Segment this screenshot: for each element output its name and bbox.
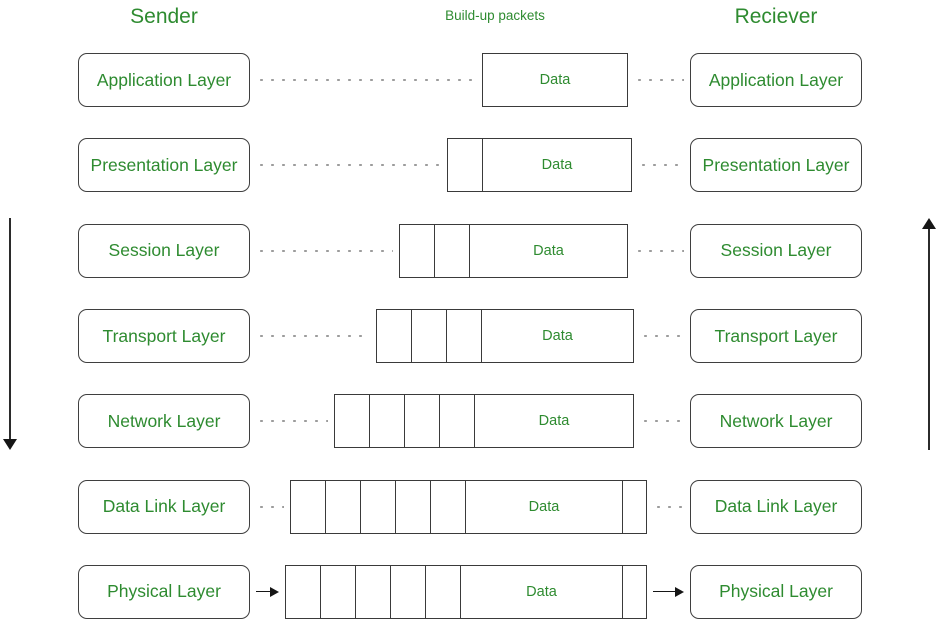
packet-header-cell <box>335 395 370 448</box>
packet-transport-layer: Data <box>376 308 634 363</box>
packet-header-cell <box>435 224 470 277</box>
heading-receiver: Reciever <box>734 5 818 28</box>
packet-trailer-cell <box>622 565 646 618</box>
packet-header-cell <box>321 565 356 618</box>
receiver-layer-box-network-layer: Network Layer <box>690 394 862 449</box>
left-connector-dotted <box>256 419 328 424</box>
receiver-flow-arrow-up-icon <box>922 218 936 450</box>
packet-header-cell <box>377 309 412 362</box>
heading-sender: Sender <box>130 5 198 28</box>
packet-trailer-cell <box>622 480 646 533</box>
left-connector-arrow-icon <box>256 586 279 597</box>
packet-header-cell <box>291 480 326 533</box>
right-connector-dotted <box>638 163 684 168</box>
packet-header-cell <box>447 309 482 362</box>
heading-build-up-packets: Build-up packets <box>445 8 545 23</box>
right-connector-dotted <box>634 78 684 82</box>
right-connector-dotted <box>653 504 684 509</box>
packet-header-cell <box>426 565 461 618</box>
sender-flow-arrow-down-icon <box>3 218 17 450</box>
sender-layer-box-session-layer: Session Layer <box>78 223 250 278</box>
packet-presentation-layer: Data <box>447 138 632 193</box>
left-connector-dotted <box>256 333 370 338</box>
sender-layer-box-transport-layer: Transport Layer <box>78 308 250 363</box>
packet-header-cell <box>361 480 396 533</box>
packet-header-cell <box>356 565 391 618</box>
packet-data-cell: Data <box>539 72 571 88</box>
packet-header-cell <box>405 395 440 448</box>
sender-layer-box-data-link-layer: Data Link Layer <box>78 479 250 534</box>
left-connector-dotted <box>256 163 441 168</box>
packet-header-cell <box>400 224 435 277</box>
right-connector-dotted <box>640 333 684 338</box>
packet-header-cell <box>412 309 447 362</box>
sender-layer-box-network-layer: Network Layer <box>78 394 250 449</box>
right-connector-arrow-icon <box>653 586 684 597</box>
packet-data-link-layer: Data <box>290 479 647 534</box>
left-connector-dotted <box>256 78 476 82</box>
packet-physical-layer: Data <box>285 564 647 619</box>
sender-layer-box-physical-layer: Physical Layer <box>78 564 250 619</box>
packet-header-cell <box>326 480 361 533</box>
sender-layer-box-presentation-layer: Presentation Layer <box>78 138 250 193</box>
packet-header-cell <box>391 565 426 618</box>
packet-data-cell: Data <box>528 498 560 515</box>
packet-header-cell <box>448 139 483 192</box>
packet-data-cell: Data <box>533 242 564 259</box>
packet-data-cell: Data <box>542 327 573 344</box>
packet-header-cell <box>286 565 321 618</box>
packet-data-cell: Data <box>526 583 557 600</box>
receiver-layer-box-data-link-layer: Data Link Layer <box>690 479 862 534</box>
packet-session-layer: Data <box>399 223 628 278</box>
receiver-layer-box-session-layer: Session Layer <box>690 223 862 278</box>
packet-data-cell: Data <box>541 157 573 174</box>
receiver-layer-box-presentation-layer: Presentation Layer <box>690 138 862 193</box>
packet-network-layer: Data <box>334 394 634 449</box>
right-connector-dotted <box>634 248 684 253</box>
packet-header-cell <box>370 395 405 448</box>
receiver-layer-box-application-layer: Application Layer <box>690 53 862 107</box>
packet-header-cell <box>396 480 431 533</box>
sender-layer-box-application-layer: Application Layer <box>78 53 250 107</box>
packet-header-cell <box>440 395 475 448</box>
packet-application-layer: Data <box>482 53 628 107</box>
packet-data-cell: Data <box>538 413 570 430</box>
left-connector-dotted <box>256 504 284 509</box>
packet-header-cell <box>431 480 466 533</box>
left-connector-dotted <box>256 248 393 253</box>
receiver-layer-box-physical-layer: Physical Layer <box>690 564 862 619</box>
right-connector-dotted <box>640 419 684 424</box>
receiver-layer-box-transport-layer: Transport Layer <box>690 308 862 363</box>
